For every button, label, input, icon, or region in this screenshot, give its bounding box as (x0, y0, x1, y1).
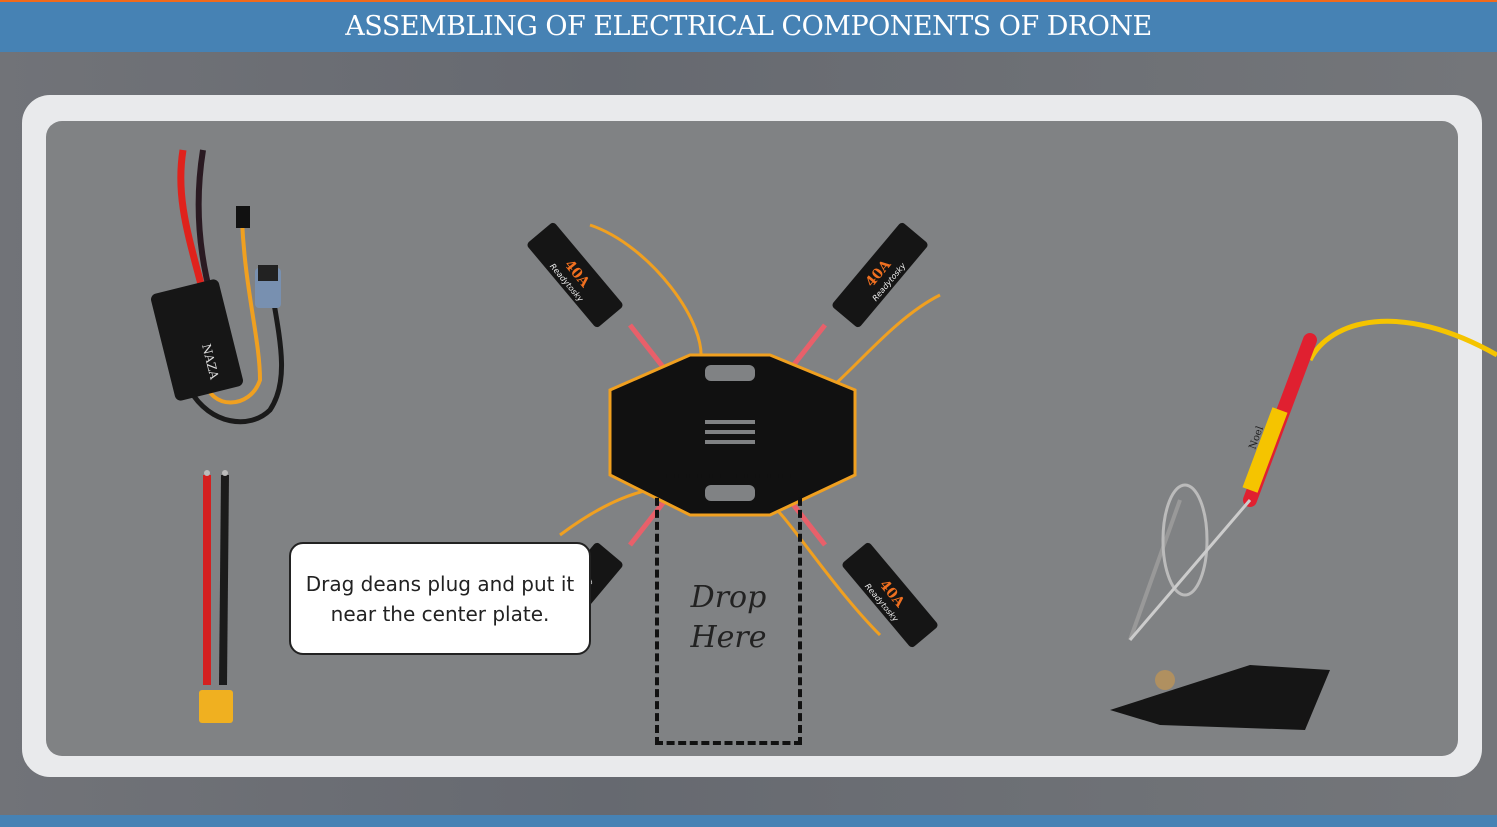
instruction-text: Drag deans plug and put it near the cent… (305, 571, 575, 626)
soldering-iron[interactable]: Noel (1100, 300, 1497, 740)
deans-plug[interactable] (195, 465, 240, 727)
esc-top-left: 40A Readytosky (527, 222, 623, 328)
page-title: ASSEMBLING OF ELECTRICAL COMPONENTS OF D… (0, 2, 1497, 52)
instruction-tooltip: Drag deans plug and put it near the cent… (289, 542, 591, 655)
accent-line (0, 0, 1497, 2)
flight-controller[interactable]: NAZA (150, 140, 300, 440)
footer-bar (0, 815, 1497, 827)
drop-zone-label: Drop Here (690, 580, 767, 655)
esc-bottom-right: 40A Readytosky (842, 542, 938, 648)
drop-zone[interactable]: Drop Here (655, 474, 802, 745)
